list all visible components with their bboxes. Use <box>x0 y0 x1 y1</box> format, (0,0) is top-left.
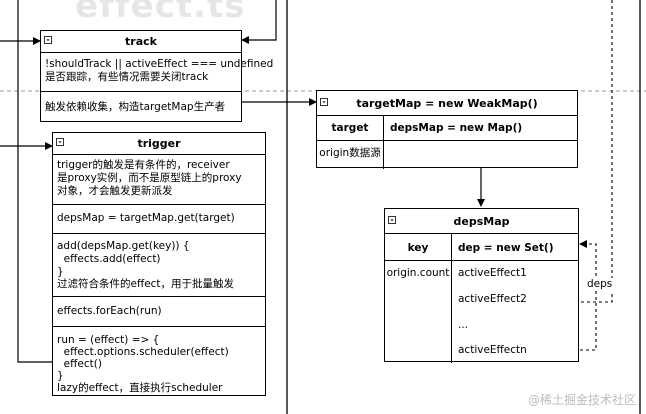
track-box: - track !shouldTrack || activeEffect ===… <box>40 30 273 122</box>
trigger-run-line1: run = (effect) => { <box>57 334 160 346</box>
track-collect-text: 触发依赖收集，构造targetMap生产者 <box>45 101 226 113</box>
depsmap-title: depsMap <box>453 214 510 228</box>
trigger-get-depsmap: depsMap = targetMap.get(target) <box>57 212 235 224</box>
background-title: effect.ts <box>75 0 246 26</box>
targetmap-box: - targetMap = new WeakMap() target depsM… <box>316 90 578 169</box>
trigger-run-line5: lazy的effect，直接执行scheduler <box>57 382 223 394</box>
arrow-top-to-track <box>241 0 277 44</box>
depsmap-col-dep-header: dep = new Set() <box>458 242 554 254</box>
collapse-icon[interactable]: - <box>320 98 328 106</box>
depsmap-box: - depsMap key dep = new Set() origin.cou… <box>384 208 579 363</box>
trigger-run-line2: effect.options.scheduler(effect) <box>57 346 229 358</box>
track-title: track <box>125 35 157 48</box>
dep-effect-item: activeEffectn <box>458 344 527 356</box>
trigger-box: - trigger trigger的触发是有条件的，receiver 是prox… <box>52 132 266 396</box>
dep-effect-item: ... <box>458 319 469 331</box>
trigger-foreach: effects.forEach(run) <box>57 305 162 317</box>
depsmap-key-cell: origin.count <box>386 267 450 279</box>
trigger-add-line1: add(depsMap.get(key)) { <box>57 240 190 252</box>
trigger-separator <box>53 233 265 234</box>
trigger-desc-line1: trigger的触发是有条件的，receiver <box>57 159 230 171</box>
collapse-icon[interactable]: - <box>388 216 396 224</box>
trigger-run-line3: effect() <box>57 358 102 370</box>
depsmap-header: - depsMap <box>385 209 578 234</box>
trigger-desc-line2: 是proxy实例，而不是原型链上的proxy <box>57 172 242 184</box>
collapse-icon[interactable]: - <box>56 138 64 146</box>
targetmap-col-depsmap-header: depsMap = new Map() <box>390 122 523 134</box>
dep-effect-item: activeEffect1 <box>458 267 527 279</box>
targetmap-row-separator <box>317 140 577 141</box>
track-separator <box>41 91 241 92</box>
trigger-add-line3: } <box>57 266 64 278</box>
deps-loop-line <box>579 240 597 351</box>
track-condition-line1: !shouldTrack || activeEffect === undefin… <box>45 58 274 70</box>
dep-effect-item: activeEffect2 <box>458 293 527 305</box>
trigger-separator <box>53 296 265 297</box>
trigger-title: trigger <box>137 137 181 150</box>
targetmap-origin-cell: origin数据源 <box>319 147 381 159</box>
track-condition-line2: 是否跟踪，有些情况需要关闭track <box>45 71 209 83</box>
trigger-separator <box>53 326 265 327</box>
depsmap-row-separator <box>385 260 578 261</box>
deps-label: deps <box>586 278 614 291</box>
depsmap-col-key-header: key <box>407 242 429 254</box>
track-header: - track <box>41 31 241 53</box>
watermark: @稀土掘金技术社区 <box>527 393 636 407</box>
trigger-desc-line3: 对象，才会触发更新派发 <box>57 185 173 197</box>
trigger-add-line4: 过滤符合条件的effect，用于批量触发 <box>57 278 235 290</box>
trigger-header: - trigger <box>53 133 265 155</box>
targetmap-col-target-header: target <box>331 122 369 134</box>
targetmap-title: targetMap = new WeakMap() <box>356 96 538 110</box>
depsmap-column-divider <box>451 233 452 363</box>
trigger-add-line2: effects.add(effect) <box>57 253 161 265</box>
dashed-right-line <box>578 0 613 303</box>
targetmap-column-divider <box>383 115 384 169</box>
collapse-icon[interactable]: - <box>44 36 52 44</box>
trigger-loop-line <box>17 0 52 363</box>
trigger-separator <box>53 204 265 205</box>
trigger-run-line4: } <box>57 370 64 382</box>
targetmap-header: - targetMap = new WeakMap() <box>317 91 577 116</box>
